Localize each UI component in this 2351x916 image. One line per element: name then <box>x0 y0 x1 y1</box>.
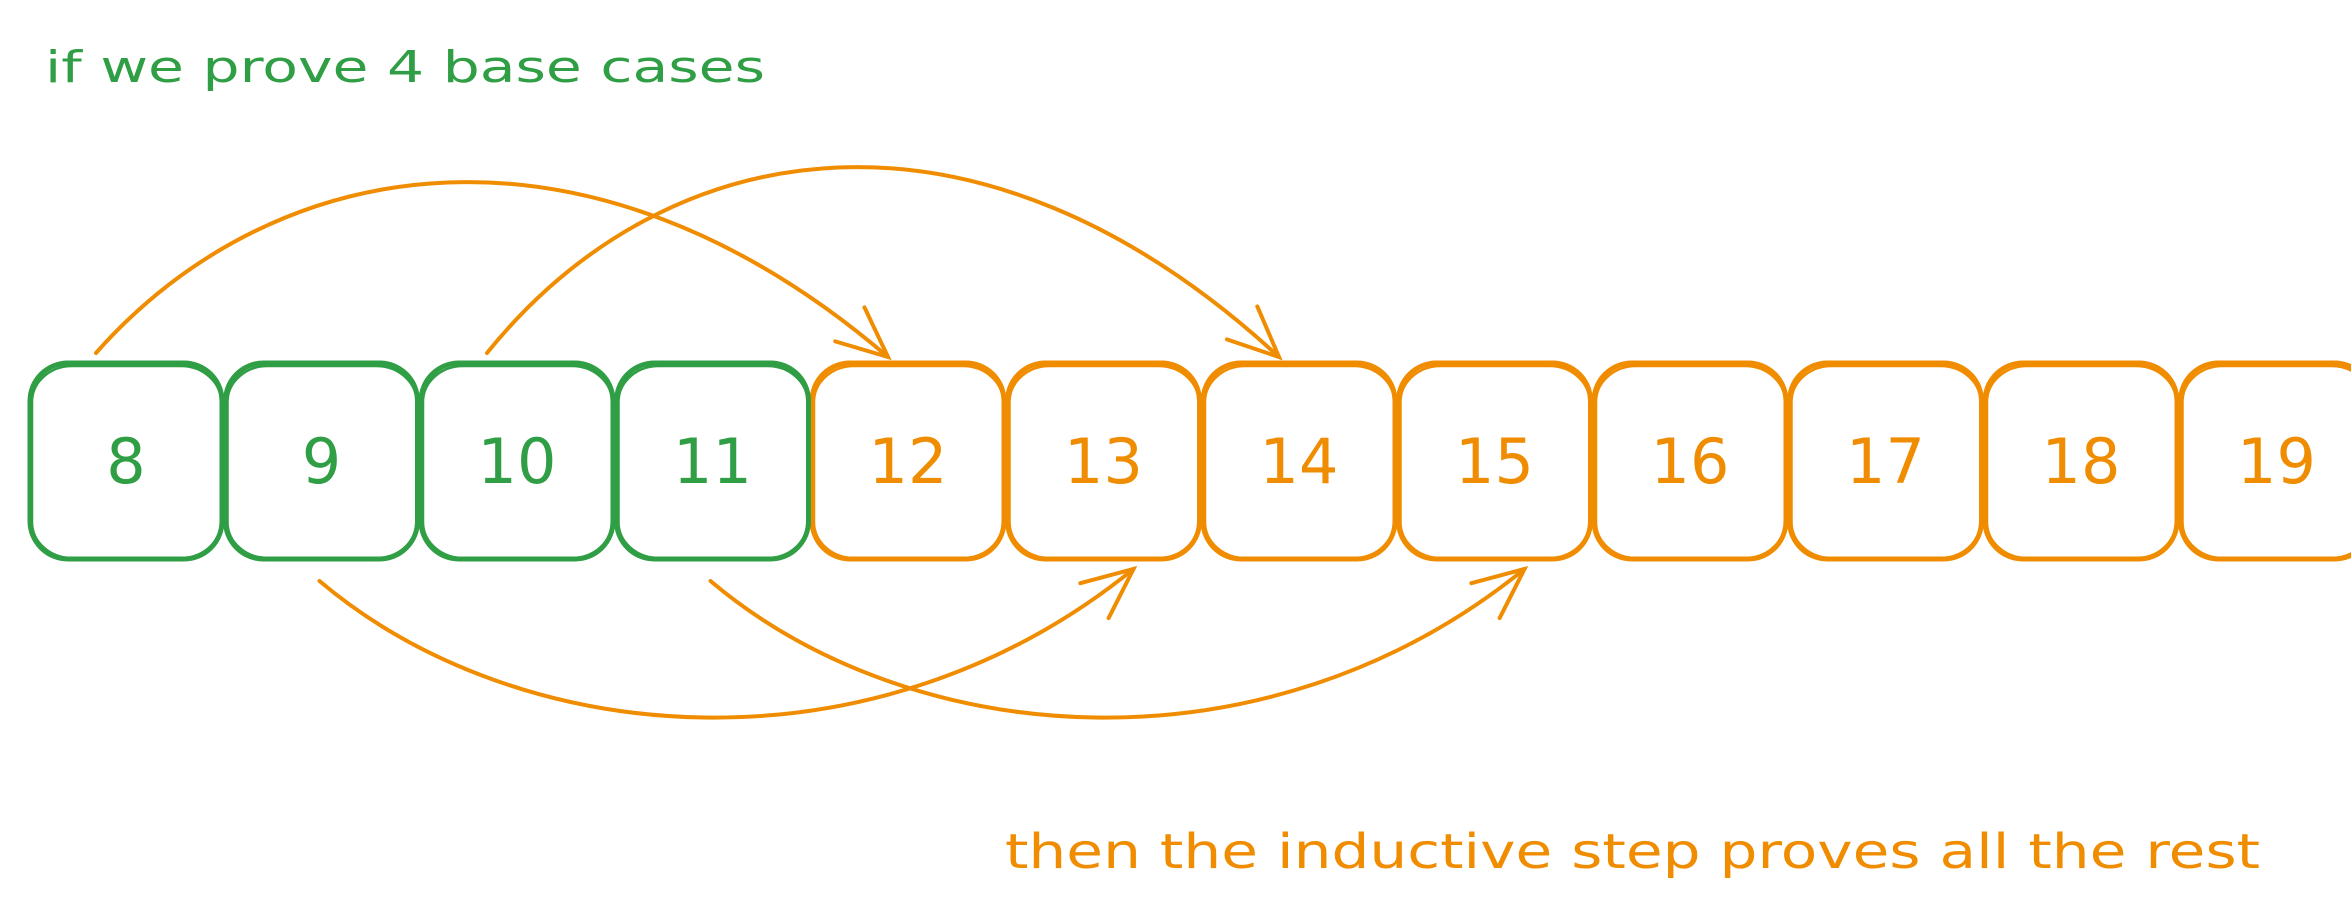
number-box-9: 9 <box>223 360 420 562</box>
box-outline-sketch <box>2181 364 2351 560</box>
arrow-9-to-13 <box>317 565 1138 720</box>
box-outline-sketch <box>1594 364 1787 560</box>
number-box-15: 15 <box>1396 360 1593 562</box>
number-boxes: 12 13 14 15 16 17 18 19 8 9 10 11 <box>27 360 2351 562</box>
box-outline-sketch <box>617 364 809 560</box>
box-label: 14 <box>1260 425 1339 498</box>
number-box-14: 14 <box>1200 360 1398 562</box>
number-box-12: 12 <box>809 360 1007 562</box>
top-caption: if we prove 4 base cases <box>45 42 765 93</box>
box-label: 12 <box>869 425 948 498</box>
bottom-caption: then the inductive step proves all the r… <box>1005 824 2260 880</box>
box-outline-sketch <box>812 364 1005 560</box>
box-label: 15 <box>1455 425 1534 498</box>
arrow-8-to-12 <box>94 180 892 361</box>
box-label: 13 <box>1064 425 1143 498</box>
box-outline-sketch <box>1008 364 1200 560</box>
arrow-shaft <box>485 165 1281 359</box>
box-label: 16 <box>1651 425 1730 498</box>
box-label: 19 <box>2237 425 2316 498</box>
box-outline-sketch <box>1790 364 1982 560</box>
box-label: 11 <box>673 425 752 498</box>
arrowhead <box>1469 565 1529 621</box>
box-label: 9 <box>302 425 341 498</box>
arrowhead <box>1224 304 1283 361</box>
induction-arrows <box>94 165 1529 720</box>
arrowhead <box>1078 565 1138 621</box>
box-label: 8 <box>106 425 145 498</box>
arrow-shaft <box>317 567 1136 720</box>
number-box-10: 10 <box>418 360 616 562</box>
number-box-11: 11 <box>614 360 811 562</box>
number-box-18: 18 <box>1982 360 2180 562</box>
arrow-shaft <box>708 567 1527 720</box>
box-label: 10 <box>478 425 557 498</box>
box-outline-sketch <box>1203 364 1396 560</box>
box-outline-sketch <box>1399 364 1591 560</box>
number-box-16: 16 <box>1591 360 1789 562</box>
number-box-13: 13 <box>1005 360 1202 562</box>
arrow-shaft <box>94 180 890 359</box>
arrow-10-to-14 <box>485 165 1283 361</box>
box-outline-sketch <box>30 364 223 560</box>
number-box-19: 19 <box>2178 360 2351 562</box>
arrowhead <box>833 305 892 361</box>
box-label: 18 <box>2042 425 2121 498</box>
box-outline-sketch <box>226 364 418 560</box>
box-outline-sketch <box>1985 364 2178 560</box>
number-box-17: 17 <box>1787 360 1984 562</box>
number-box-8: 8 <box>27 360 225 562</box>
arrow-11-to-15 <box>708 565 1529 720</box>
box-outline-sketch <box>421 364 614 560</box>
box-label: 17 <box>1846 425 1925 498</box>
